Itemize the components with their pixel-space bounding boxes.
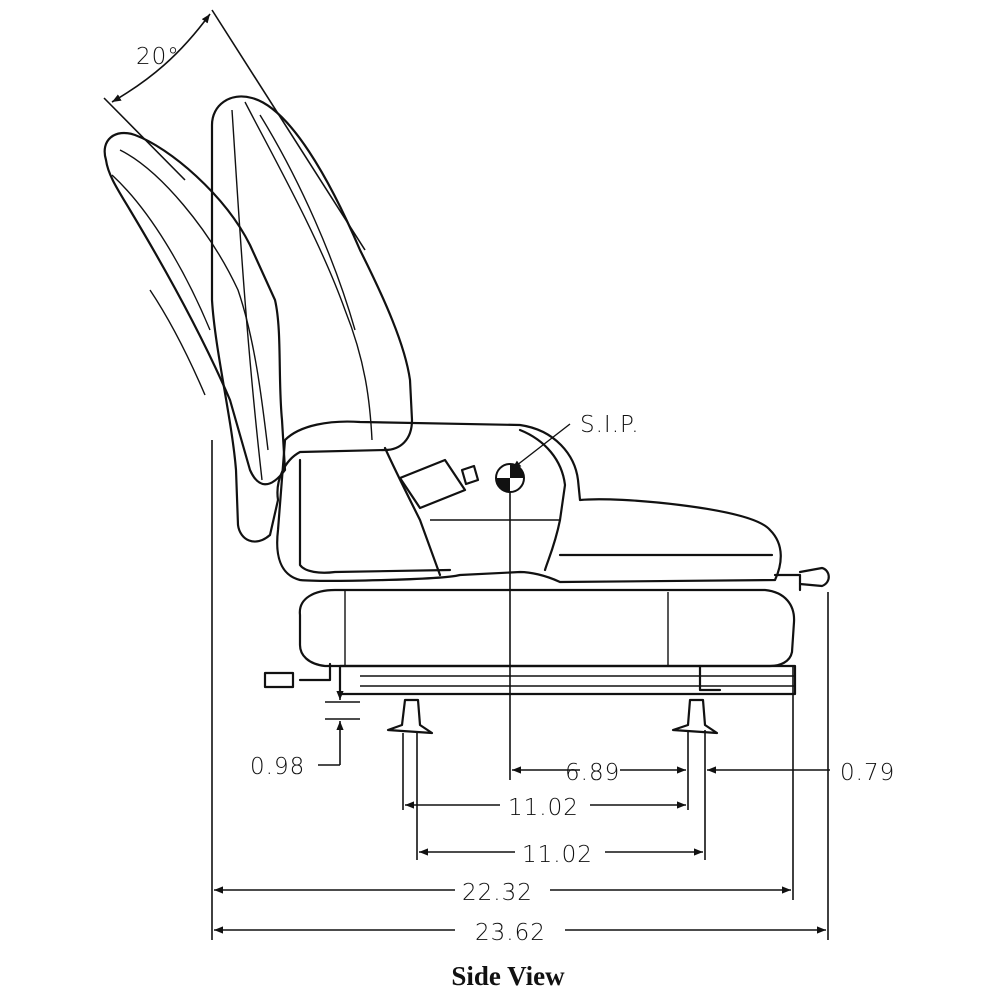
seat-cushion-outline — [276, 420, 782, 584]
mounting-feet-outline — [386, 698, 719, 735]
angle-label: 20° — [136, 44, 180, 70]
seat-base-outline — [298, 566, 830, 668]
sip-point-marker — [495, 423, 571, 493]
dimension-lines — [211, 440, 830, 940]
dimension-label-689: 6.89 — [565, 760, 620, 786]
angle-dimension — [103, 9, 366, 251]
upright-backrest-outline — [210, 95, 414, 543]
sip-label: S.I.P. — [580, 412, 640, 438]
dimension-label-079: 0.79 — [840, 760, 895, 786]
slide-rails-outline — [263, 662, 797, 696]
dimension-label-2232: 22.32 — [462, 880, 533, 906]
reclined-backrest-outline — [103, 132, 287, 486]
dimension-label-098: 0.98 — [250, 754, 305, 780]
dimension-label-1102-b: 11.02 — [522, 842, 593, 868]
view-title: Side View — [451, 961, 565, 991]
dimension-label-1102-a: 11.02 — [508, 795, 579, 821]
dimension-label-2362: 23.62 — [475, 920, 546, 946]
